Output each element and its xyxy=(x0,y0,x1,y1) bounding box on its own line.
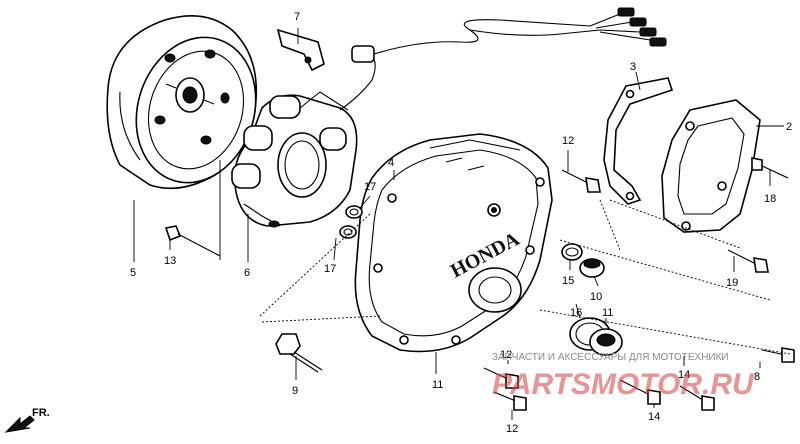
o-ring-and-plug xyxy=(561,243,605,278)
callout-14-bottom: 14 xyxy=(648,411,660,423)
callout-19: 19 xyxy=(726,277,738,289)
watermark-logo: PARTSMOTOR.RU xyxy=(492,368,755,401)
bolt-12-top xyxy=(561,169,601,193)
wire-clamp xyxy=(276,28,325,72)
callout-4: 4 xyxy=(388,157,394,169)
callout-17-bottom: 17 xyxy=(324,263,336,275)
callout-15: 15 xyxy=(562,275,574,287)
wire-harness xyxy=(339,7,667,111)
callout-16: 16 xyxy=(570,307,582,319)
callout-12-bottom: 12 xyxy=(506,423,518,435)
left-crankcase-cover: HONDA xyxy=(354,133,553,353)
callout-14-right: 14 xyxy=(678,369,690,381)
stator xyxy=(231,91,358,228)
front-arrow-label: FR. xyxy=(32,407,50,419)
callout-8: 8 xyxy=(754,371,760,383)
bolt-13 xyxy=(164,225,221,257)
callout-1: 11 xyxy=(432,379,443,391)
callout-9: 9 xyxy=(292,385,298,397)
flywheel xyxy=(106,14,258,190)
cable-bracket xyxy=(603,77,674,205)
callout-11: 11 xyxy=(602,307,613,319)
bolt-12-bottom xyxy=(483,367,527,411)
callout-6: 6 xyxy=(244,267,250,279)
bolt-19 xyxy=(727,249,769,273)
callout-5: 5 xyxy=(130,267,136,279)
watermark-caption: ЗАПЧАСТИ И АКСЕССУАРЫ ДЛЯ МОТОТЕХНИКИ xyxy=(492,352,729,363)
sprocket-cover xyxy=(661,99,761,233)
callout-7: 7 xyxy=(294,11,300,23)
callouts: 11 2 3 4 5 6 7 8 9 10 11 12 12 12 13 14 … xyxy=(130,11,792,435)
bolt-14-pair xyxy=(619,379,715,411)
watermark: ЗАПЧАСТИ И АКСЕССУАРЫ ДЛЯ МОТОТЕХНИКИ PA… xyxy=(492,352,755,401)
dowel-pins xyxy=(339,205,363,239)
callout-3: 3 xyxy=(630,61,636,73)
bolt-18 xyxy=(751,157,789,179)
o-ring-and-cap xyxy=(569,317,623,356)
leader-lines xyxy=(133,28,791,420)
callout-2: 2 xyxy=(786,121,792,133)
callout-18: 18 xyxy=(764,193,776,205)
callout-12-top: 12 xyxy=(562,135,574,147)
callout-13: 13 xyxy=(164,255,176,267)
callout-17-top: 17 xyxy=(364,181,376,193)
bolt-8 xyxy=(761,347,795,363)
bolt-9 xyxy=(275,333,323,373)
callout-12-mid: 12 xyxy=(500,349,512,361)
front-direction-arrow: FR. xyxy=(4,407,50,433)
callout-10: 10 xyxy=(590,291,602,303)
